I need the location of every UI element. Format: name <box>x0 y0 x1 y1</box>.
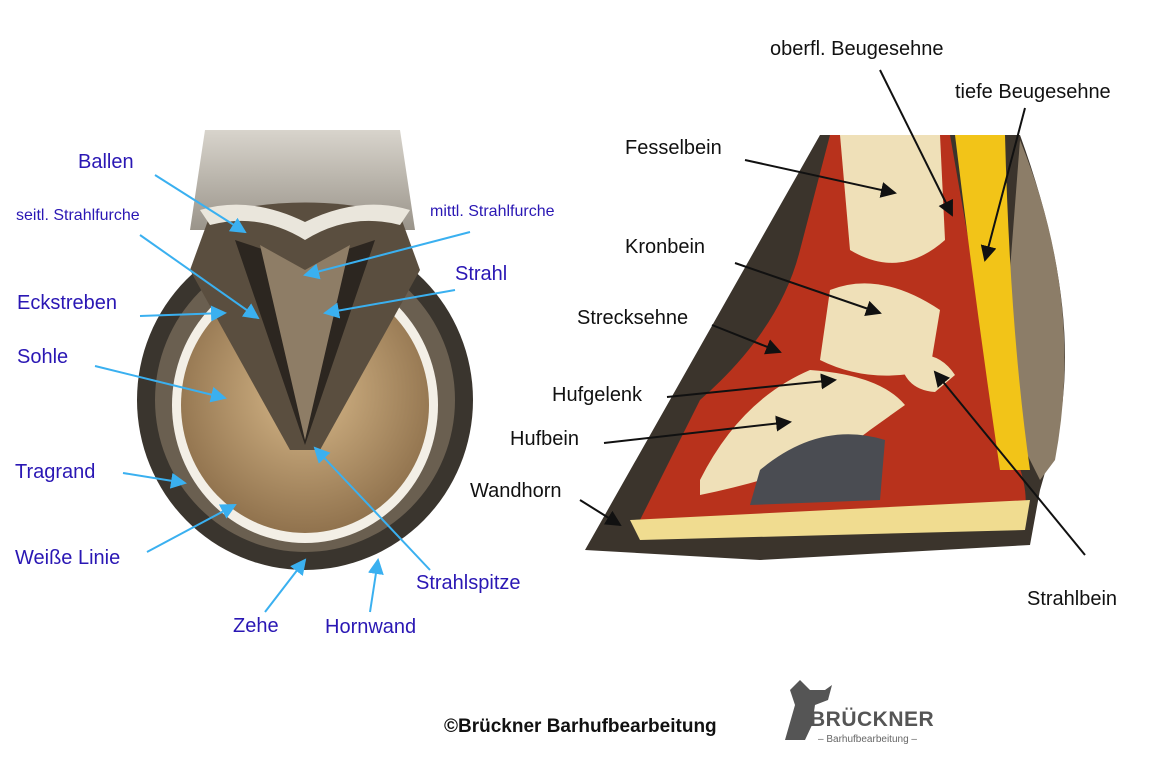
arrow-strecksehne <box>711 324 782 355</box>
label-tiefe-beugesehne: tiefe Beugesehne <box>955 81 1111 103</box>
hufbein-bone <box>700 370 905 495</box>
label-fesselbein: Fesselbein <box>625 137 722 159</box>
frog <box>260 245 350 440</box>
arrow-ballen <box>154 174 247 234</box>
arrow-mittl-strahlfurche <box>303 231 471 280</box>
label-kronbein: Kronbein <box>625 236 706 258</box>
sole-layer <box>630 500 1030 540</box>
deep-flexor-tendon <box>955 135 1030 470</box>
kronbein-bone <box>820 283 940 376</box>
arrow-sohle <box>94 365 227 403</box>
arrow-zehe <box>264 558 307 613</box>
label-strahl: Strahl <box>455 263 508 285</box>
label-sohle: Sohle <box>17 346 69 368</box>
arrow-strahlspitze <box>313 446 431 571</box>
fesselbein-bone <box>840 135 945 263</box>
logo-name: BRÜCKNER <box>810 708 935 731</box>
heel-bulbs <box>200 204 410 240</box>
label-hornwand: Hornwand <box>325 616 417 638</box>
label-strahlspitze: Strahlspitze <box>416 572 521 594</box>
digital-cushion <box>750 434 885 505</box>
label-eckstreben: Eckstreben <box>17 292 118 314</box>
label-ballen: Ballen <box>78 151 134 173</box>
arrow-wandhorn <box>579 499 622 527</box>
label-hufgelenk: Hufgelenk <box>552 384 643 406</box>
arrow-strahlbein <box>933 370 1086 556</box>
label-seitl-strahlfurche: seitl. Strahlfurche <box>16 207 140 224</box>
label-oberfl-beugesehne: oberfl. Beugesehne <box>770 38 944 60</box>
arrow-seitl-strahlfurche <box>139 234 260 320</box>
horse-logo-icon <box>785 680 832 740</box>
label-mittl-strahlfurche: mittl. Strahlfurche <box>430 203 555 220</box>
hoof-sole-view <box>94 130 473 613</box>
arrow-oberfl-beugesehne <box>879 69 953 217</box>
arrow-strahl <box>323 289 456 319</box>
label-strahlbein: Strahlbein <box>1027 588 1118 610</box>
arrow-hufgelenk <box>666 373 837 398</box>
arrow-tragrand <box>122 472 187 489</box>
arrow-hufbein <box>603 415 792 444</box>
hair-fetlock <box>190 130 415 230</box>
arrow-hornwand <box>367 558 384 613</box>
label-zehe: Zehe <box>233 615 279 637</box>
logo-subtitle: – Barhufbearbeitung – <box>818 734 917 745</box>
label-weisse-linie: Weiße Linie <box>15 547 121 569</box>
arrow-weisse-linie <box>146 504 237 553</box>
label-hufbein: Hufbein <box>510 428 579 450</box>
label-wandhorn: Wandhorn <box>470 480 562 502</box>
label-strecksehne: Strecksehne <box>577 307 689 329</box>
copyright-text: ©Brückner Barhufbearbeitung <box>444 716 717 737</box>
label-tragrand: Tragrand <box>15 461 96 483</box>
arrow-eckstreben <box>139 305 227 322</box>
arrow-fesselbein <box>744 159 897 198</box>
arrow-tiefe-beugesehne <box>980 107 1026 262</box>
hoof-cross-section <box>579 69 1086 560</box>
arrow-kronbein <box>734 262 882 316</box>
